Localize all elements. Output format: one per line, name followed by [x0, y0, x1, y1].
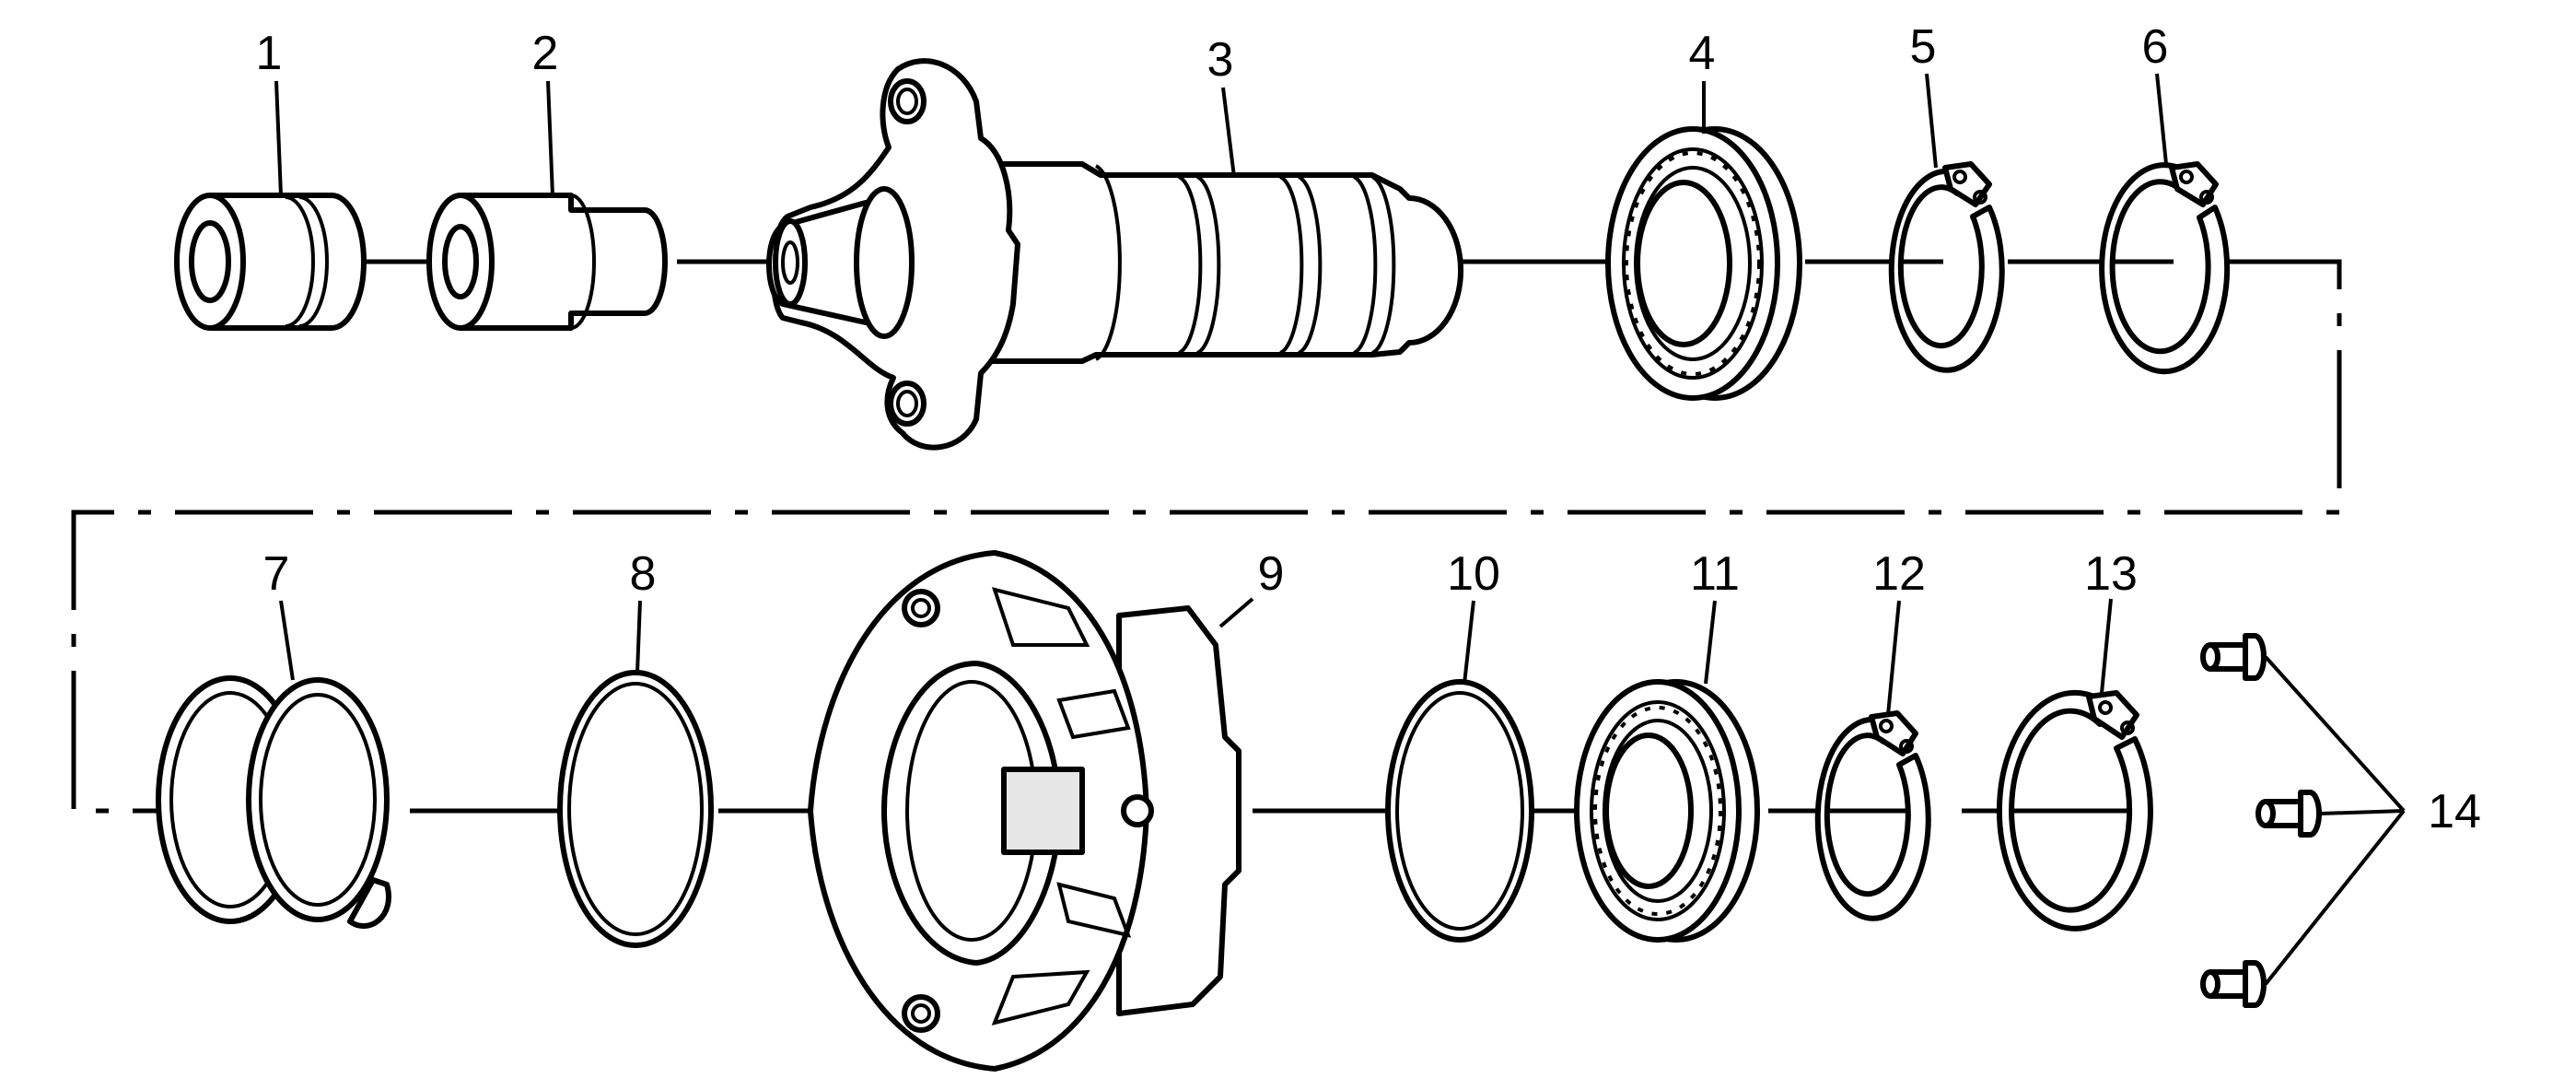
- part-9-hub-housing: [808, 550, 1241, 1072]
- part-2-stepped-bushing: [426, 193, 668, 331]
- callout-10: 10: [1447, 547, 1500, 601]
- callout-1: 1: [256, 27, 283, 80]
- part-10-seal-ring: [1385, 679, 1534, 943]
- part-12-snap-ring: [1814, 710, 1931, 921]
- callout-11: 11: [1690, 547, 1740, 601]
- part-6-snap-ring: [2099, 161, 2231, 375]
- part-5-snap-ring: [1888, 161, 2005, 373]
- pin-bottom: [2200, 960, 2267, 1008]
- callout-14: 14: [2428, 785, 2481, 838]
- callout-12: 12: [1872, 547, 1926, 601]
- callout-6: 6: [2142, 20, 2169, 74]
- pin-top: [2200, 633, 2267, 681]
- callout-3: 3: [1207, 33, 1234, 87]
- part-14-pins: [2200, 633, 2406, 1008]
- callout-4: 4: [1689, 27, 1716, 80]
- part-1-bushing: [174, 193, 367, 331]
- pin-middle: [2255, 790, 2322, 838]
- callout-labels: 1 2 3 4 5 6 7 8 9 10 11 12 13 14: [256, 20, 2481, 838]
- part-7-wave-spring: [156, 675, 391, 929]
- part-3-output-shaft: [766, 58, 1464, 451]
- callout-9: 9: [1258, 547, 1285, 601]
- callout-13: 13: [2084, 547, 2138, 601]
- part-4-bearing: [1605, 126, 1802, 401]
- leader-lines: [274, 73, 2168, 716]
- part-13-snap-ring: [1996, 689, 2153, 932]
- callout-8: 8: [630, 547, 657, 601]
- callout-2: 2: [532, 27, 559, 80]
- callout-7: 7: [263, 547, 290, 601]
- part-8-seal-ring: [557, 670, 714, 948]
- part-11-bearing: [1574, 679, 1760, 943]
- callout-5: 5: [1910, 20, 1937, 74]
